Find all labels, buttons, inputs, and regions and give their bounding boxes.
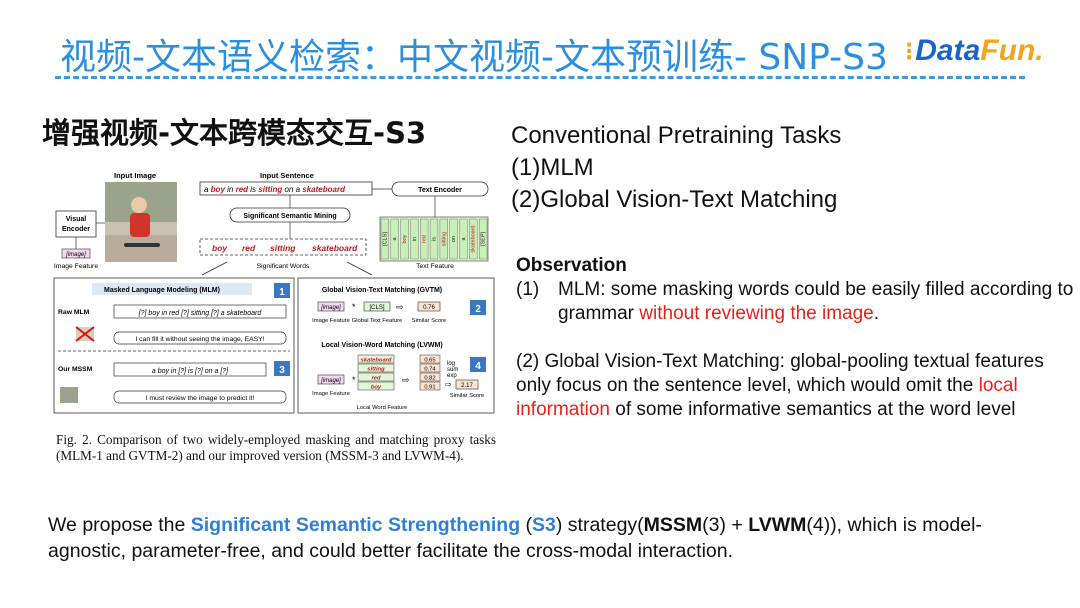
svg-text:3: 3 xyxy=(279,365,285,376)
token-label: on xyxy=(451,236,457,242)
svg-text:Text Feature: Text Feature xyxy=(416,263,454,270)
svg-text:Raw MLM: Raw MLM xyxy=(58,309,90,316)
method-figure: Input Image Input Sentence Visual Encode… xyxy=(52,165,496,415)
input-image-label: Input Image xyxy=(114,171,156,180)
token-label: [SEP] xyxy=(481,231,487,246)
svg-text:sitting: sitting xyxy=(270,243,296,253)
svg-text:exp: exp xyxy=(447,373,457,379)
svg-text:Local Vision-Word Matching (LV: Local Vision-Word Matching (LVWM) xyxy=(321,342,442,349)
svg-text:Encoder: Encoder xyxy=(62,226,90,233)
lvwm-score: 0.65 xyxy=(424,357,435,363)
pretraining-tasks: Conventional Pretraining Tasks (1)MLM (2… xyxy=(511,120,841,216)
svg-text:red: red xyxy=(242,243,256,253)
svg-text:[image]: [image] xyxy=(320,305,341,311)
svg-text:⇨: ⇨ xyxy=(445,380,452,389)
svg-text:Local Word Feature: Local Word Feature xyxy=(357,405,408,411)
svg-text:Image Feature: Image Feature xyxy=(312,391,350,397)
svg-text:a boy in [?] is [?] on a [?]: a boy in [?] is [?] on a [?] xyxy=(152,368,229,375)
observation-item-1: (1) MLM: some masking words could be eas… xyxy=(516,278,1076,326)
input-sentence: a boy in red is sitting on a skateboard xyxy=(204,185,346,194)
svg-text:4: 4 xyxy=(475,361,481,372)
svg-text:[image]: [image] xyxy=(65,252,86,258)
svg-text:I must review the image to pre: I must review the image to predict it! xyxy=(146,395,255,402)
svg-text:2: 2 xyxy=(475,304,481,315)
svg-text:Visual: Visual xyxy=(66,216,87,223)
visual-encoder-box xyxy=(56,211,96,237)
svg-text:⇨: ⇨ xyxy=(402,375,410,385)
observation-heading: Observation xyxy=(516,254,1076,278)
svg-text:2.17: 2.17 xyxy=(461,383,473,389)
lvwm-word: red xyxy=(371,375,380,381)
svg-text:Similar Score: Similar Score xyxy=(412,318,446,324)
lvwm-score: 0.74 xyxy=(424,366,436,372)
input-photo xyxy=(105,182,177,262)
observation-block: Observation (1) MLM: some masking words … xyxy=(516,254,1076,422)
token-label: [CLS] xyxy=(382,232,388,246)
svg-text:I can fill it without seeing t: I can fill it without seeing the image, … xyxy=(135,336,264,343)
svg-text:Our MSSM: Our MSSM xyxy=(58,366,93,373)
title-underline xyxy=(55,76,1025,79)
lvwm-score: 0.82 xyxy=(424,375,435,381)
observation-item-2: (2) Global Vision-Text Matching: global-… xyxy=(516,350,1076,422)
lvwm-word: sitting xyxy=(367,366,385,372)
token-label: sitting xyxy=(441,232,447,246)
lvwm-score: 0.91 xyxy=(424,384,435,390)
svg-text:0.76: 0.76 xyxy=(423,305,435,311)
svg-text:*: * xyxy=(352,375,356,385)
token-label: in xyxy=(412,237,418,241)
tasks-heading: Conventional Pretraining Tasks xyxy=(511,120,841,152)
svg-text:1: 1 xyxy=(279,287,285,298)
svg-text:Global Text Feature: Global Text Feature xyxy=(352,318,402,324)
section-title: 增强视频-文本跨模态交互-S3 xyxy=(42,110,426,152)
svg-text:⇨: ⇨ xyxy=(396,302,404,312)
svg-text:Significant Words: Significant Words xyxy=(257,263,310,270)
svg-text:[?] boy in red [?] sitting [?]: [?] boy in red [?] sitting [?] a skatebo… xyxy=(138,310,263,317)
token-label: red xyxy=(422,235,428,243)
svg-text:[CLS]: [CLS] xyxy=(369,305,384,311)
image-feature-label: Image Feature xyxy=(54,263,98,270)
task-gvtm: (2)Global Vision-Text Matching xyxy=(511,184,841,216)
svg-text:Image Feature: Image Feature xyxy=(312,318,350,324)
token-label: is xyxy=(431,237,437,241)
svg-text:Similar Score: Similar Score xyxy=(450,393,484,399)
proposal-statement: We propose the Significant Semantic Stre… xyxy=(48,512,1048,564)
svg-text:*: * xyxy=(352,302,356,312)
datafun-logo: ⁝DataFun. xyxy=(905,34,1044,68)
lvwm-word: skateboard xyxy=(361,357,392,363)
token-label: boy xyxy=(402,234,408,243)
task-mlm: (1)MLM xyxy=(511,152,841,184)
svg-text:Significant Semantic Mining: Significant Semantic Mining xyxy=(243,213,336,220)
figure-caption: Fig. 2. Comparison of two widely-employe… xyxy=(56,432,496,463)
svg-text:[image]: [image] xyxy=(320,378,341,384)
slide-title: 视频-文本语义检索：中文视频-文本预训练- SNP-S3 xyxy=(60,28,888,80)
svg-text:Masked Language Modeling (MLM): Masked Language Modeling (MLM) xyxy=(104,287,220,294)
input-sentence-label: Input Sentence xyxy=(260,171,314,180)
svg-text:Text Encoder: Text Encoder xyxy=(418,187,462,194)
svg-text:Global Vision-Text Matching (G: Global Vision-Text Matching (GVTM) xyxy=(322,287,442,294)
svg-text:boy: boy xyxy=(212,243,228,253)
lvwm-word: boy xyxy=(371,384,382,390)
svg-text:skateboard: skateboard xyxy=(312,243,358,253)
token-label: skateboard xyxy=(471,225,477,252)
